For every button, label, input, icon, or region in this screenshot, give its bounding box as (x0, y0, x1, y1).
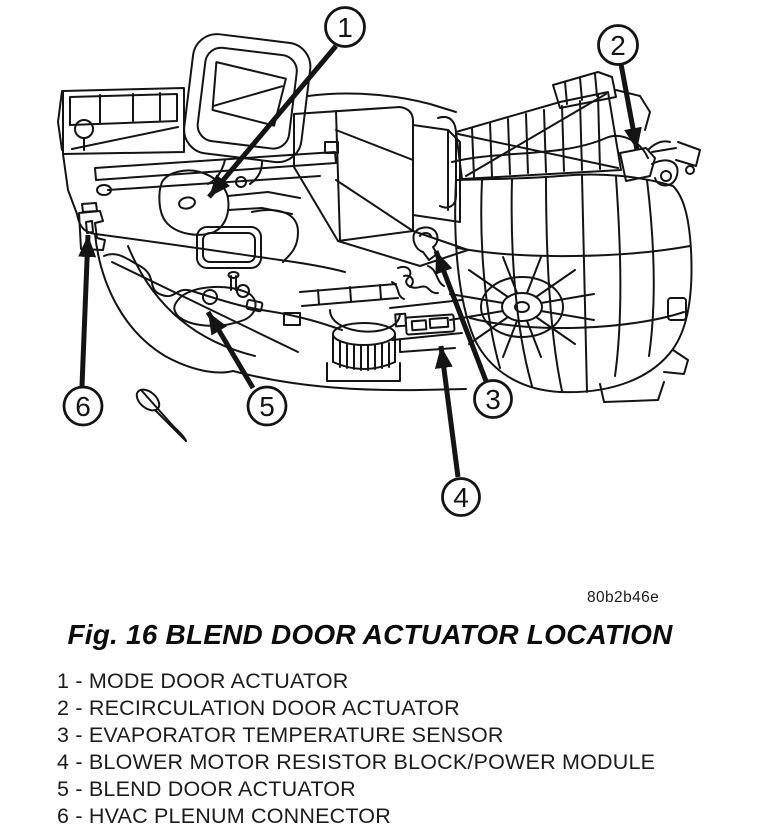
blower-motor-base (283, 283, 401, 382)
legend-item-separator: - (69, 696, 89, 720)
leader-arrow-6 (78, 234, 97, 387)
legend-item: 2 - RECIRCULATION DOOR ACTUATOR (57, 695, 655, 722)
callout-1-number: 1 (337, 12, 353, 43)
heater-core-tray (57, 87, 337, 215)
legend-item: 3 - EVAPORATOR TEMPERATURE SENSOR (57, 722, 655, 749)
leader-arrow-1 (207, 44, 338, 199)
callout-2-number: 2 (610, 30, 626, 61)
legend-item-number: 5 (57, 777, 70, 801)
callout-3-number: 3 (485, 384, 501, 415)
legend-item-separator: - (69, 750, 89, 774)
legend-item-label: EVAPORATOR TEMPERATURE SENSOR (88, 723, 504, 747)
legend-item: 1 - MODE DOOR ACTUATOR (57, 668, 655, 695)
distribution-plenum-box (293, 106, 469, 267)
hvac-assembly-diagram: 1 2 3 4 5 6 (57, 6, 701, 517)
callout-5-number: 5 (259, 391, 275, 422)
legend-item-label: BLOWER MOTOR RESISTOR BLOCK/POWER MODULE (88, 750, 656, 774)
leader-arrow-5 (205, 310, 256, 390)
legend-item: 4 - BLOWER MOTOR RESISTOR BLOCK/POWER MO… (57, 749, 655, 776)
hvac-plenum-connector (78, 202, 106, 251)
legend-item-number: 1 (57, 669, 70, 693)
leader-arrow-2 (618, 63, 642, 151)
defroster-duct (183, 33, 457, 185)
leader-arrow-4 (434, 345, 461, 478)
callout-1: 1 (324, 6, 366, 48)
legend-item-number: 4 (57, 750, 70, 774)
legend-item-number: 2 (57, 696, 70, 720)
leader-arrow-3 (433, 250, 489, 382)
callout-3: 3 (473, 379, 513, 419)
legend-item-separator: - (69, 777, 89, 801)
legend-item-separator: - (69, 669, 89, 693)
legend-item: 6 - HVAC PLENUM CONNECTOR (57, 803, 655, 830)
legend-item-separator: - (69, 723, 89, 747)
legend-item-label: MODE DOOR ACTUATOR (88, 669, 349, 693)
callout-4: 4 (441, 477, 481, 517)
legend-item-label: HVAC PLENUM CONNECTOR (88, 804, 391, 828)
callout-6: 6 (62, 385, 104, 427)
legend-item-label: RECIRCULATION DOOR ACTUATOR (88, 696, 460, 720)
evaporator-temp-sensor (412, 226, 439, 261)
callout-5: 5 (246, 385, 288, 427)
legend-item-number: 3 (57, 723, 70, 747)
recirculation-housing (451, 71, 701, 187)
legend-item: 5 - BLEND DOOR ACTUATOR (57, 776, 655, 803)
resistor-block (389, 299, 463, 353)
wiring-harness (103, 253, 445, 331)
blower-housing (449, 173, 693, 403)
blend-door-actuator (173, 271, 264, 327)
figure-caption: Fig. 16 BLEND DOOR ACTUATOR LOCATION (67, 619, 673, 650)
legend-item-number: 6 (57, 804, 70, 828)
legend-item-label: BLEND DOOR ACTUATOR (88, 777, 356, 801)
legend-item-separator: - (69, 804, 89, 828)
callout-6-number: 6 (75, 391, 91, 422)
callout-2: 2 (597, 24, 639, 66)
figure-code: 80b2b46e (587, 589, 660, 606)
callout-4-number: 4 (453, 482, 469, 513)
